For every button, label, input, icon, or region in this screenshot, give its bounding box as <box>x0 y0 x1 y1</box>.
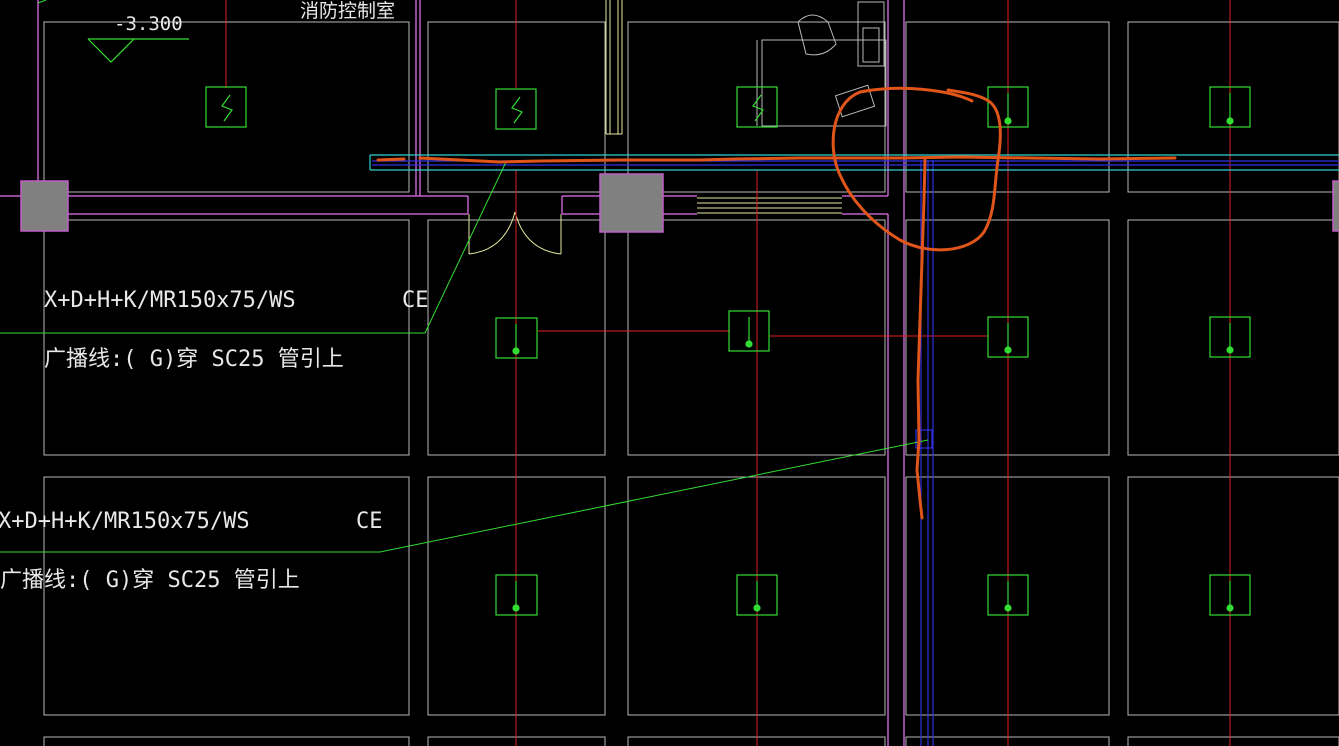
elevation-marker <box>87 38 189 63</box>
smoke-detector-icon <box>205 86 247 128</box>
annotation-2-broadcast-note: 广播线:( G)穿 SC25 管引上 <box>0 568 300 593</box>
annotation-1-broadcast-note: 广播线:( G)穿 SC25 管引上 <box>44 347 344 372</box>
annotation-2-cable-spec: X+D+H+K/MR150x75/WS <box>0 509 250 534</box>
grid-cell <box>1127 219 1339 456</box>
speaker-icon <box>987 574 1029 616</box>
annotation-2-tag: CE <box>356 509 383 534</box>
speakers <box>495 86 1251 616</box>
columns <box>20 173 1339 233</box>
markup-circle <box>831 86 1002 252</box>
control-room-furniture <box>756 1 887 127</box>
green-leaders <box>0 0 929 553</box>
speaker-icon <box>1209 86 1251 128</box>
blue-cable-tray <box>372 160 1339 746</box>
grid-cell <box>1127 736 1339 746</box>
orange-markup <box>376 86 1177 520</box>
speaker-icon <box>728 310 770 352</box>
speaker-icon <box>1209 574 1251 616</box>
smoke-detector-icon <box>495 88 537 130</box>
grid-cell <box>43 736 410 746</box>
double-door <box>468 211 562 255</box>
speaker-icon <box>987 86 1029 128</box>
structural-column <box>20 180 69 232</box>
cyan-cable-tray <box>369 154 1339 171</box>
stair-grille <box>697 197 842 214</box>
structural-column <box>599 173 664 233</box>
speaker-icon <box>1209 316 1251 358</box>
grid-cell <box>1127 21 1339 193</box>
ceiling-grid <box>43 21 1339 746</box>
annotation-1-tag: CE <box>402 288 429 313</box>
speaker-icon <box>987 316 1029 358</box>
room-label: 消防控制室 <box>300 0 395 22</box>
speaker-icon <box>495 574 538 616</box>
annotation-1-cable-spec: X+D+H+K/MR150x75/WS <box>44 288 296 313</box>
markup-line-vertical <box>915 158 927 520</box>
elevation-label: -3.300 <box>114 13 183 35</box>
speaker-icon <box>736 574 778 616</box>
markup-line-horizontal <box>376 155 1177 164</box>
grid-cell <box>43 219 410 456</box>
smoke-detectors <box>205 86 778 130</box>
smoke-detector-icon <box>736 86 778 128</box>
structural-column <box>1332 180 1339 232</box>
speaker-icon <box>495 317 538 359</box>
grid-cell <box>43 476 410 716</box>
red-wiring <box>225 0 1231 746</box>
yellow-shaft <box>605 0 623 135</box>
grid-cell <box>1127 476 1339 716</box>
